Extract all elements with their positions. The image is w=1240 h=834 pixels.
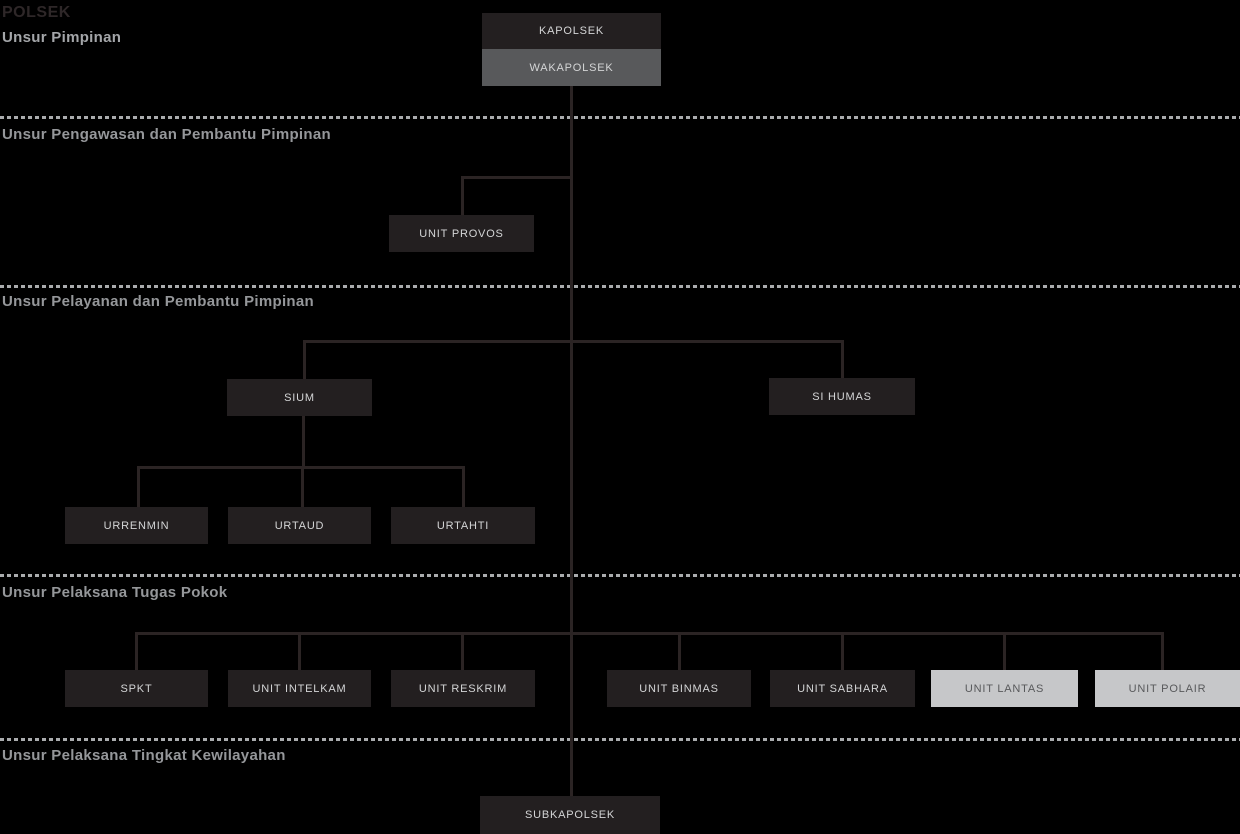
node-si-humas: SI HUMAS <box>769 378 915 415</box>
connector-urtahti-drop <box>462 466 465 507</box>
connector-urtaud-drop <box>301 466 304 507</box>
node-unit-lantas-label: UNIT LANTAS <box>964 682 1045 695</box>
connector-sabhara-drop <box>841 632 844 670</box>
connector-trunk <box>570 86 573 796</box>
connector-polair-drop <box>1161 632 1164 670</box>
node-wakapolsek-label: WAKAPOLSEK <box>529 61 614 74</box>
section-divider <box>0 116 1240 119</box>
section-header-pimpinan: Unsur Pimpinan <box>2 29 122 46</box>
section-header-pengawasan: Unsur Pengawasan dan Pembantu Pimpinan <box>2 126 331 143</box>
node-kapolsek-label: KAPOLSEK <box>538 25 605 37</box>
node-unit-polair: UNIT POLAIR <box>1095 670 1240 707</box>
node-unit-intelkam-label: UNIT INTELKAM <box>252 682 347 695</box>
section-header-pelaksana-pokok: Unsur Pelaksana Tugas Pokok <box>2 584 228 601</box>
node-kapolsek: KAPOLSEK <box>482 13 661 49</box>
node-wakapolsek: WAKAPOLSEK <box>482 49 661 86</box>
node-unit-binmas: UNIT BINMAS <box>607 670 751 707</box>
section-header-kewilayahan: Unsur Pelaksana Tingkat Kewilayahan <box>2 747 286 764</box>
connector-pokok-horizontal <box>135 632 1164 635</box>
section-header-pelayanan: Unsur Pelayanan dan Pembantu Pimpinan <box>2 293 315 310</box>
node-spkt: SPKT <box>65 670 208 707</box>
node-sium-label: SIUM <box>284 391 315 404</box>
connector-sihumas-drop <box>841 340 844 378</box>
connector-spkt-drop <box>135 632 138 670</box>
connector-pelayanan-horizontal <box>303 340 844 343</box>
connector-provos-drop <box>461 176 464 215</box>
node-unit-reskrim-label: UNIT RESKRIM <box>418 682 508 695</box>
node-unit-provos-label: UNIT PROVOS <box>419 227 504 240</box>
node-subkapolsek-label: SUBKAPOLSEK <box>524 809 616 821</box>
node-si-humas-label: SI HUMAS <box>812 390 872 403</box>
connector-sium-stem <box>302 416 305 468</box>
node-unit-lantas: UNIT LANTAS <box>931 670 1078 707</box>
node-unit-binmas-label: UNIT BINMAS <box>639 682 719 695</box>
node-urtaud: URTAUD <box>228 507 371 544</box>
node-unit-sabhara: UNIT SABHARA <box>770 670 915 707</box>
connector-reskrim-drop <box>461 632 464 670</box>
node-sium: SIUM <box>227 379 372 416</box>
node-unit-sabhara-label: UNIT SABHARA <box>797 682 888 695</box>
node-urtahti-label: URTAHTI <box>436 519 490 532</box>
node-unit-intelkam: UNIT INTELKAM <box>228 670 371 707</box>
connector-urrenmin-drop <box>137 466 140 507</box>
node-urrenmin-label: URRENMIN <box>103 519 170 532</box>
node-spkt-label: SPKT <box>120 682 153 695</box>
section-divider <box>0 285 1240 288</box>
section-divider <box>0 574 1240 577</box>
connector-binmas-drop <box>678 632 681 670</box>
node-subkapolsek: SUBKAPOLSEK <box>480 796 660 834</box>
section-divider <box>0 738 1240 741</box>
node-urtahti: URTAHTI <box>391 507 535 544</box>
connector-intelkam-drop <box>298 632 301 670</box>
node-unit-polair-label: UNIT POLAIR <box>1128 682 1207 695</box>
connector-provos-horizontal <box>461 176 573 179</box>
node-urtaud-label: URTAUD <box>274 519 325 532</box>
connector-lantas-drop <box>1003 632 1006 670</box>
node-urrenmin: URRENMIN <box>65 507 208 544</box>
connector-sium-drop <box>303 340 306 379</box>
node-unit-provos: UNIT PROVOS <box>389 215 534 252</box>
node-unit-reskrim: UNIT RESKRIM <box>391 670 535 707</box>
page-title: POLSEK <box>2 4 71 21</box>
